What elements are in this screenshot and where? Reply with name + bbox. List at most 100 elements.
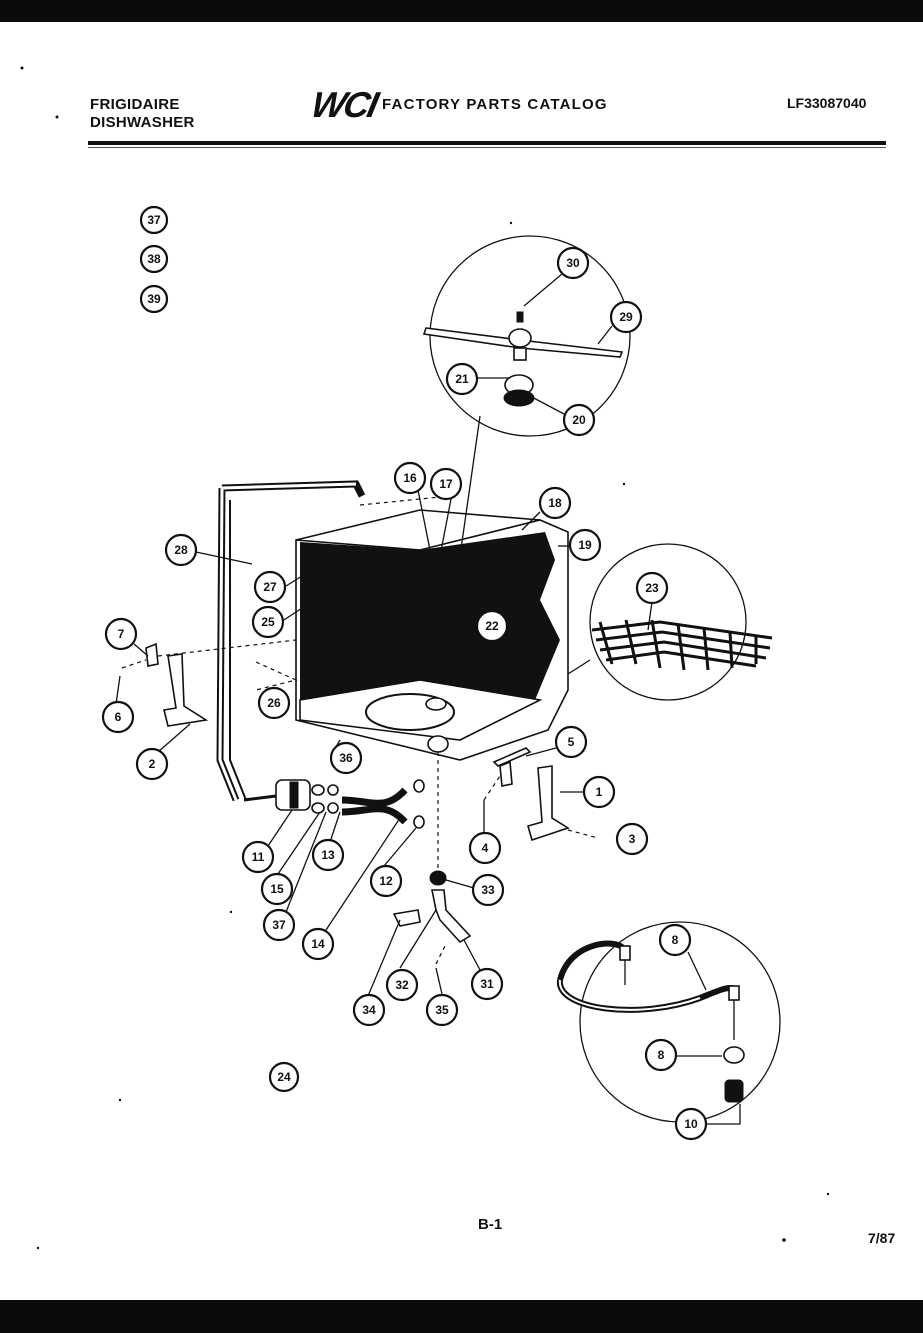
svg-text:30: 30	[566, 256, 580, 270]
callout-5: 5	[554, 725, 588, 759]
page-number: B-1	[478, 1216, 503, 1233]
anchor-clip-left	[145, 642, 159, 667]
svg-text:36: 36	[339, 751, 353, 765]
rack-grid	[591, 619, 773, 671]
svg-text:22: 22	[485, 619, 499, 633]
svg-text:38: 38	[147, 252, 161, 266]
callout-34: 34	[352, 993, 386, 1027]
scan-bottom-border	[0, 1300, 923, 1333]
callout-leaders	[115, 273, 741, 1125]
callout-37-b: 37	[262, 908, 296, 942]
svg-text:24: 24	[277, 1070, 291, 1084]
svg-text:26: 26	[267, 696, 281, 710]
svg-text:20: 20	[572, 413, 586, 427]
catalog-title: FACTORY PARTS CATALOG	[382, 96, 608, 113]
callout-8-a: 8	[658, 923, 692, 957]
callout-20: 20	[562, 403, 596, 437]
callout-28-a: 28	[164, 533, 198, 567]
svg-text:16: 16	[403, 471, 417, 485]
callout-10: 10	[674, 1107, 708, 1141]
callout-17: 17	[429, 467, 463, 501]
callout-12: 12	[369, 864, 403, 898]
svg-text:28: 28	[174, 543, 188, 557]
svg-text:11: 11	[252, 850, 265, 864]
svg-text:18: 18	[548, 496, 562, 510]
callout-1: 1	[582, 775, 616, 809]
hose-fitting-top	[619, 945, 631, 961]
svg-text:37: 37	[272, 918, 286, 932]
callout-29: 29	[609, 300, 643, 334]
anchor-clip-right	[499, 760, 513, 787]
callout-39: 39	[139, 284, 169, 314]
spray-arm-hub	[508, 328, 532, 348]
callout-15: 15	[260, 872, 294, 906]
callout-23: 23	[635, 571, 669, 605]
callout-24: 24	[268, 1061, 300, 1093]
svg-text:5: 5	[568, 735, 575, 749]
svg-text:34: 34	[362, 1003, 376, 1017]
svg-text:2: 2	[149, 757, 156, 771]
svg-text:23: 23	[645, 581, 659, 595]
svg-text:17: 17	[439, 477, 453, 491]
callout-37-a: 37	[139, 205, 169, 235]
callout-14: 14	[301, 927, 335, 961]
mounting-bracket-right	[527, 765, 570, 842]
callout-13: 13	[311, 838, 345, 872]
callout-27: 27	[253, 570, 287, 604]
callout-36: 36	[329, 741, 363, 775]
drain-grommet	[429, 870, 447, 886]
spray-arm	[422, 311, 624, 407]
inlet-valve-coil	[289, 781, 299, 809]
callout-31: 31	[470, 967, 504, 1001]
float-assembly	[447, 643, 469, 677]
spray-arm-base	[503, 389, 535, 407]
svg-text:32: 32	[395, 978, 409, 992]
svg-text:12: 12	[379, 874, 393, 888]
spray-arm-nut	[516, 311, 524, 323]
brand-block: FRIGIDAIRE DISHWASHER	[90, 96, 195, 132]
callout-33: 33	[471, 873, 505, 907]
svg-text:31: 31	[480, 977, 494, 991]
callout-19: 19	[568, 528, 602, 562]
center-tower	[426, 562, 446, 578]
callout-32: 32	[385, 968, 419, 1002]
tub-left-wall	[300, 542, 420, 710]
drain-clamp	[392, 909, 421, 927]
svg-text:1: 1	[596, 785, 603, 799]
callout-7: 7	[104, 617, 138, 651]
heating-element	[365, 693, 455, 731]
drain-valve	[431, 889, 472, 944]
svg-text:29: 29	[619, 310, 633, 324]
callout-21: 21	[445, 362, 479, 396]
callout-26: 26	[257, 686, 291, 720]
header-rule	[88, 141, 886, 145]
callout-30: 30	[556, 246, 590, 280]
dishwasher-tub	[295, 509, 569, 767]
hose-coupling	[724, 1079, 744, 1103]
svg-text:21: 21	[455, 372, 469, 386]
spray-arm-detail-circle	[429, 235, 631, 437]
svg-text:25: 25	[261, 615, 275, 629]
callout-3: 3	[615, 822, 649, 856]
callout-25: 25	[251, 605, 285, 639]
callout-22: 22	[475, 609, 509, 643]
center-tower-nut	[430, 593, 450, 607]
svg-text:8: 8	[658, 1048, 665, 1062]
svg-text:37: 37	[147, 213, 161, 227]
svg-text:19: 19	[578, 538, 592, 552]
hose-fitting-right	[728, 985, 740, 1001]
callout-16-a: 16	[393, 461, 427, 495]
callout-2: 2	[135, 747, 169, 781]
callout-6: 6	[101, 700, 135, 734]
callout-35: 35	[425, 993, 459, 1027]
svg-text:39: 39	[147, 292, 161, 306]
svg-text:8: 8	[672, 933, 679, 947]
svg-text:35: 35	[435, 1003, 449, 1017]
callout-8-b: 8	[644, 1038, 678, 1072]
svg-text:27: 27	[263, 580, 277, 594]
svg-text:3: 3	[629, 832, 636, 846]
header-rule-thin	[88, 147, 886, 148]
callout-4: 4	[468, 831, 502, 865]
svg-text:10: 10	[684, 1117, 698, 1131]
